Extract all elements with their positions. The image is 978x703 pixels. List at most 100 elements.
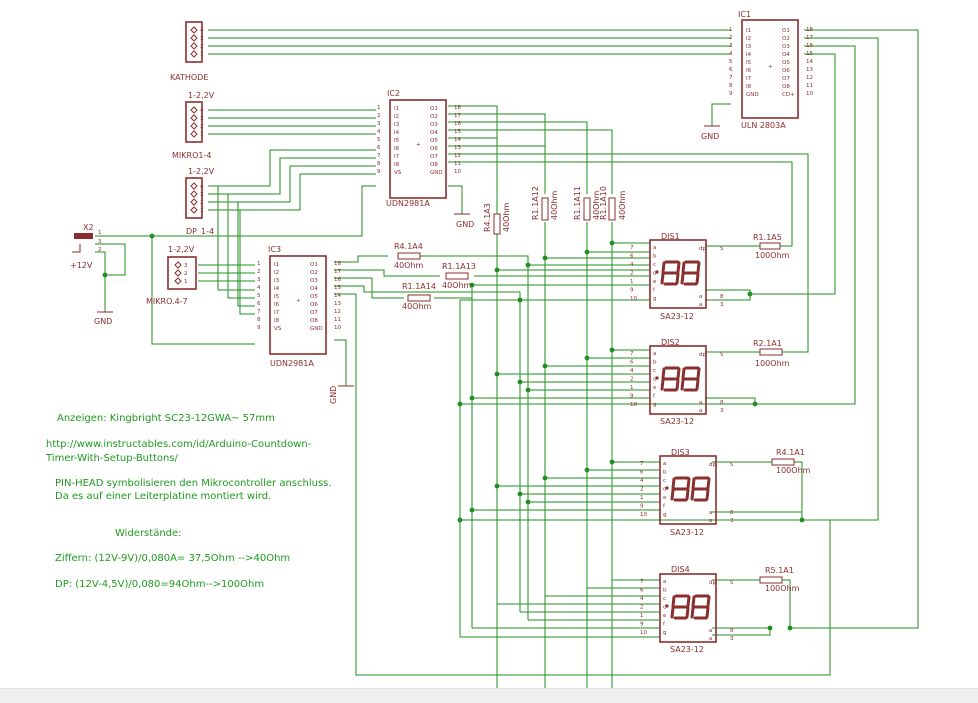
resistor-r2-1a1: R2.1A1 100Ohm: [753, 339, 790, 368]
resistor-name: R5.1A1: [765, 566, 794, 575]
header-pin-icon: [190, 130, 198, 138]
mikro47-header: 1-2,2V 321 MIKRO.4-7: [146, 245, 197, 306]
display-pin-number: 2: [630, 271, 634, 277]
display-pin-number: 10: [640, 630, 647, 636]
header-pin-number: 1: [184, 279, 188, 285]
ic-pin-label: O2: [310, 270, 318, 276]
display-pin-number: 3: [720, 408, 724, 414]
resistor-r5-1a1: R5.1A1 100Ohm: [759, 566, 800, 593]
x2-pin: 1: [98, 230, 102, 236]
ic-pin-number: 16: [806, 43, 813, 49]
gnd-label: GND: [94, 317, 112, 326]
segment-icon: [661, 367, 666, 380]
header-pin-icon: [174, 261, 182, 269]
junction-dot: [494, 267, 500, 273]
display-pin-segment: c: [663, 596, 666, 602]
resistors: R1.1A5 100Ohm R2.1A1 100Ohm R4.1A1 100Oh…: [394, 186, 811, 593]
ic-pin-number: 15: [454, 129, 461, 135]
display-pin-segment: a: [709, 510, 712, 516]
ic-pin-number: 8: [257, 317, 261, 323]
display-pin-segment: e: [653, 279, 657, 285]
resistor-r4-1a1: R4.1A1 100Ohm: [771, 448, 811, 475]
junction-dot: [525, 499, 531, 505]
ic-pin-label: I8: [394, 162, 400, 168]
wire: [448, 161, 793, 240]
junction-dot: [517, 379, 523, 385]
segment-icon: [681, 261, 686, 274]
header-pin-icon: [190, 26, 198, 34]
display-pin-segment: c: [663, 478, 666, 484]
ic-pin-number: 9: [729, 91, 733, 97]
gnd-label: GND: [701, 132, 719, 141]
display-pin-number: 7: [640, 461, 644, 467]
ic-pin-number: 7: [257, 309, 261, 315]
note-resistors-heading: Widerstände:: [115, 528, 182, 539]
resistor-name: R1.1A5: [753, 233, 782, 242]
wire: [460, 45, 856, 405]
display-body: [649, 345, 707, 415]
gnd-symbol: GND: [94, 311, 113, 326]
resistor-r1-1a14: R1.1A14 40Ohm: [402, 282, 436, 311]
header-pin-number: 2: [200, 44, 204, 50]
segment-icon: [670, 488, 675, 501]
display-pin-segment: a: [699, 408, 702, 414]
display-pin-segment: a: [663, 579, 666, 585]
ic-pin-number: 15: [334, 285, 341, 291]
junction-dot: [469, 282, 475, 288]
decimal-point-icon: [655, 270, 659, 274]
junction-dot: [799, 517, 805, 523]
junction-dot: [609, 459, 615, 465]
ic-pin-label: I6: [274, 302, 280, 308]
display-pin-segment: d: [663, 487, 667, 493]
x2-label: X2: [83, 223, 94, 232]
resistor-r1-1a5: R1.1A5 100Ohm: [753, 233, 790, 260]
segment-icon: [686, 595, 691, 608]
resistor-r1-1a11: R1.1A11 40Ohm: [573, 186, 601, 221]
kathode-label: KATHODE: [170, 73, 208, 82]
segment-icon: [680, 378, 685, 391]
ic-pin-label: O1: [310, 262, 318, 268]
junction-dots: [102, 233, 805, 631]
ic-pin-number: 17: [334, 269, 341, 275]
display-pin-number: 5: [720, 352, 724, 358]
mikro47-value: 1-2,2V: [168, 245, 195, 254]
segment-icon: [695, 378, 700, 391]
segment-icon: [660, 378, 665, 391]
ic-pin-label: O3: [782, 44, 790, 50]
display-pin-segment: g: [663, 512, 667, 518]
display-pin-number: 8: [720, 400, 724, 406]
display-pin-segment: dp: [709, 462, 716, 468]
header-pin-icon: [190, 182, 198, 190]
segment-icon: [670, 606, 675, 619]
resistor-value: 40Ohm: [502, 202, 511, 232]
segment-icon: [681, 367, 686, 380]
display-pin-segment: a: [699, 400, 702, 406]
ic-pin-number: 14: [334, 293, 341, 299]
ic-pin-label: I8: [746, 84, 752, 90]
display-pin-number: 2: [640, 487, 644, 493]
segment-icon: [686, 477, 691, 490]
ic-pin-number: 17: [454, 113, 461, 119]
display-pin-number: 4: [630, 262, 634, 268]
ic-pin-number: 3: [729, 43, 733, 49]
resistor-value: 100Ohm: [765, 584, 800, 593]
x2-plug: [74, 233, 93, 239]
wire: [334, 269, 440, 277]
wires: [95, 29, 919, 690]
note-url-line2: Timer-With-Setup-Buttons/: [45, 453, 179, 464]
display-pin-segment: e: [663, 495, 667, 501]
segment-icon: [685, 488, 690, 501]
ic-pin-number: 14: [806, 59, 813, 65]
wire: [208, 173, 376, 211]
ic-pin-label: I7: [274, 310, 280, 316]
display-pin-number: 2: [630, 377, 634, 383]
ic-pin-number: 18: [334, 261, 341, 267]
ic-pin-number: 15: [806, 51, 813, 57]
ic-pin-label: O3: [310, 278, 318, 284]
note-digit-calc: Ziffern: (12V-9V)/0,080A= 37,5Ohm -->40O…: [55, 553, 290, 564]
wire: [780, 240, 793, 247]
note-dp-calc: DP: (12V-4,5V)/0,080=94Ohm-->100Ohm: [55, 579, 264, 590]
segment-icon: [706, 477, 711, 490]
resistor-name: R1.1A10: [599, 186, 608, 220]
